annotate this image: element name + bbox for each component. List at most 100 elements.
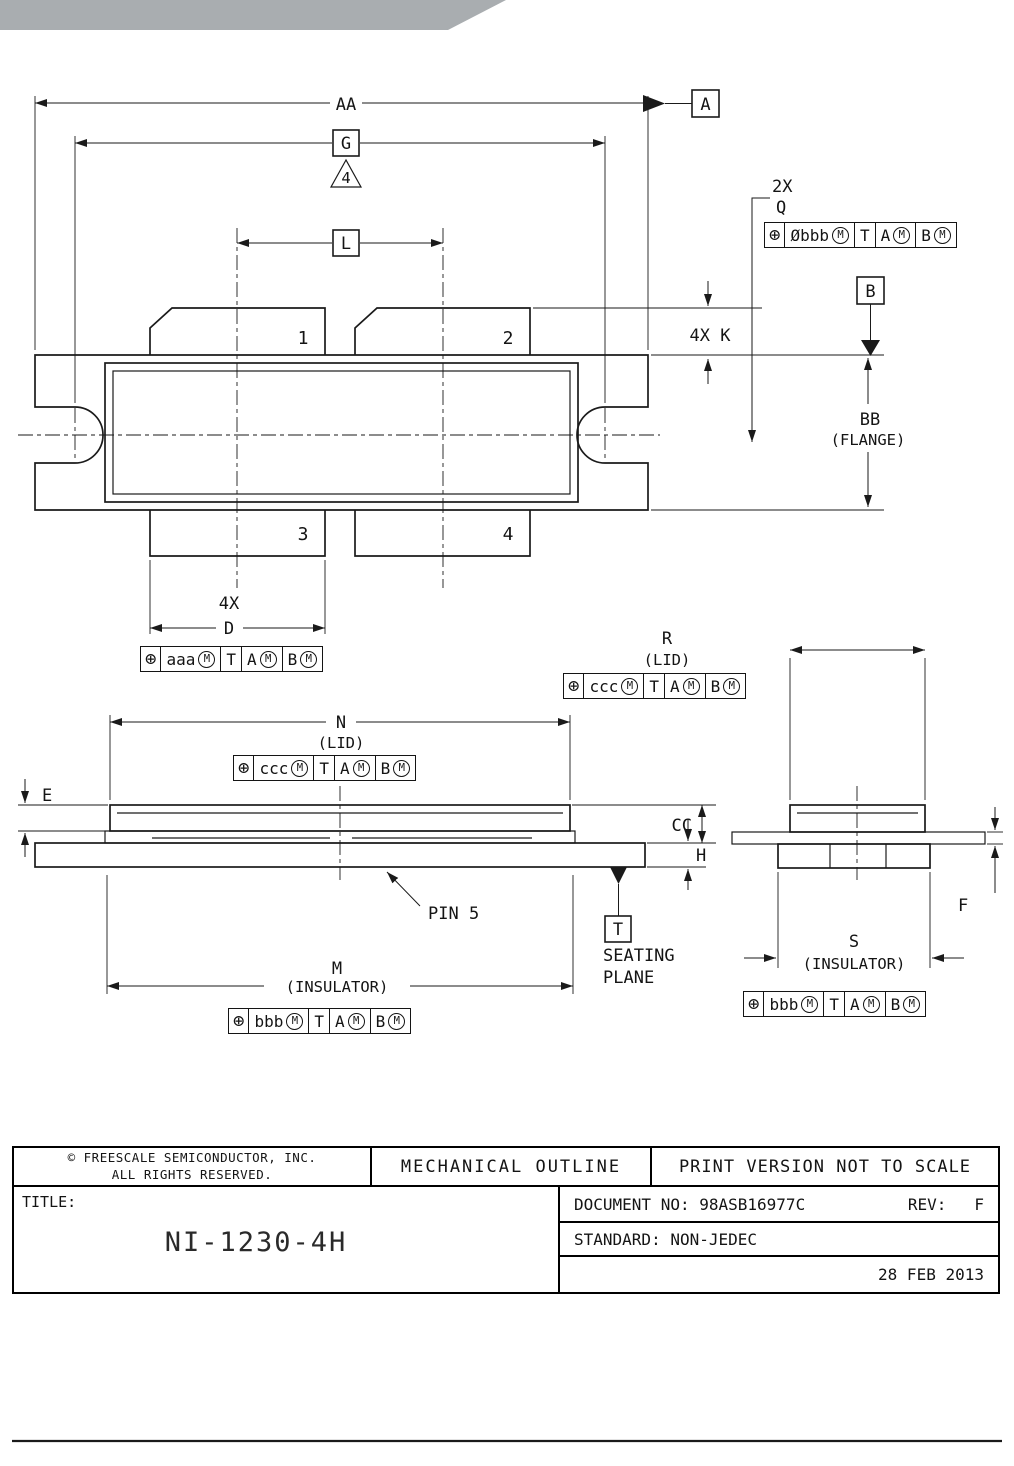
dim-g-box (332, 129, 360, 157)
fcf-n-datum-tertiary: B (380, 758, 391, 778)
fcf-q-datum-secondary: A (880, 225, 891, 245)
mmc-modifier-icon: M (723, 677, 741, 695)
datum-b-label: B (865, 282, 875, 302)
end-view: R (LID) F S (INSULATOR) (644, 629, 1003, 973)
fcf-m-datum-tertiary: B (375, 1011, 386, 1031)
fcf-n-tolerance: ccc (259, 758, 289, 778)
mmc-modifier-icon: M (831, 226, 849, 244)
lead-2-outline (354, 307, 531, 355)
rev-label: REV: (907, 1194, 947, 1214)
fcf-r-datum-tertiary: B (710, 676, 721, 696)
copyright-line-2: ALL RIGHTS RESERVED. (111, 1166, 273, 1182)
fcf-m-tolerance: bbb (254, 1011, 284, 1031)
lead-2-number: 2 (503, 328, 514, 349)
lead-1-outline (149, 307, 326, 355)
datum-t-box (604, 915, 632, 943)
dim-bb-sub-label: (FLANGE) (831, 431, 906, 449)
title-block-header-row: © FREESCALE SEMICONDUCTOR, INC. ALL RIGH… (14, 1148, 998, 1187)
mechanical-outline-label: MECHANICAL OUTLINE (372, 1148, 652, 1185)
dim-q-count-label: 2X (772, 177, 793, 197)
dim-h-label: H (696, 846, 706, 866)
document-number-row: DOCUMENT NO: 98ASB16977C REV:F (560, 1187, 998, 1223)
dim-l-label: L (341, 234, 351, 254)
flange-outline (34, 354, 649, 511)
fcf-d-tolerance: aaa (166, 649, 196, 669)
position-symbol-icon: ⊕ (228, 1008, 250, 1034)
position-symbol-icon: ⊕ (140, 646, 162, 672)
fcf-d-datum-tertiary: B (287, 649, 298, 669)
dim-s-label: S (849, 932, 859, 952)
seating-plane-label-1: SEATING (603, 946, 675, 966)
document-no-value: 98ASB16977C (699, 1194, 806, 1214)
fcf-n-datum-secondary: A (340, 758, 350, 778)
drawing-title: NI-1230-4H (164, 1227, 348, 1258)
datum-a-label: A (700, 95, 710, 115)
mmc-modifier-icon: M (347, 1012, 365, 1030)
dim-bb-label: BB (860, 410, 880, 430)
datum-a-triangle-icon (643, 95, 665, 112)
print-version-label: PRINT VERSION NOT TO SCALE (678, 1156, 972, 1177)
dim-m-sub-label: (INSULATOR) (286, 978, 389, 996)
title-cell: TITLE: NI-1230-4H (14, 1187, 560, 1292)
mmc-modifier-icon: M (933, 226, 951, 244)
datum-b-triangle-icon (861, 340, 880, 356)
mmc-modifier-icon: M (862, 995, 880, 1013)
fcf-q-datum-primary: T (854, 222, 876, 248)
fcf-r-tolerance: ccc (589, 676, 619, 696)
insulator-end-outline (777, 843, 931, 869)
standard-value: NON-JEDEC (670, 1229, 758, 1249)
title-block: © FREESCALE SEMICONDUCTOR, INC. ALL RIGH… (12, 1146, 1000, 1294)
fcf-q-tolerance: Øbbb (790, 225, 829, 245)
mmc-modifier-icon: M (300, 650, 318, 668)
lead-4-outline (354, 510, 531, 557)
datum-b-box (856, 276, 885, 305)
title-block-body-row: TITLE: NI-1230-4H DOCUMENT NO: 98ASB1697… (14, 1187, 998, 1292)
fcf-d-datum-primary: T (221, 646, 242, 672)
dim-r-sub-label: (LID) (644, 651, 691, 669)
seating-plane-triangle-icon (610, 867, 627, 884)
flag-note-4: 4 (341, 169, 350, 187)
fcf-m-datum-primary: T (309, 1008, 330, 1034)
mmc-modifier-icon: M (903, 995, 921, 1013)
body-inner-outline (112, 370, 571, 495)
rev-value: F (974, 1194, 984, 1214)
fcf-r-datum-secondary: A (670, 676, 680, 696)
document-info-cell: DOCUMENT NO: 98ASB16977C REV:F STANDARD:… (560, 1187, 998, 1292)
mmc-modifier-icon: M (621, 677, 639, 695)
position-symbol-icon: ⊕ (563, 673, 585, 699)
lead-3-outline (149, 510, 326, 557)
title-label: TITLE: (22, 1193, 77, 1211)
date-row: 28 FEB 2013 (560, 1257, 998, 1292)
position-symbol-icon: ⊕ (743, 991, 765, 1017)
top-view: AA A G 4 L 2X Q 4X K B (18, 89, 906, 639)
dim-g-label: G (341, 134, 351, 154)
fcf-s-datum-secondary: A (850, 994, 860, 1014)
lid-end-outline (789, 804, 926, 833)
position-symbol-icon: ⊕ (764, 222, 786, 248)
mmc-modifier-icon: M (893, 226, 911, 244)
standard-label: STANDARD: (574, 1229, 661, 1249)
pin-5-label: PIN 5 (428, 904, 479, 924)
leads-end-outline (731, 831, 986, 845)
dim-d-count-label: 4X (219, 594, 240, 614)
mmc-modifier-icon: M (393, 759, 411, 777)
mmc-modifier-icon: M (291, 759, 309, 777)
copyright-line-1: © FREESCALE SEMICONDUCTOR, INC. (67, 1150, 317, 1166)
dim-f-label: F (958, 896, 968, 916)
mmc-modifier-icon: M (388, 1012, 406, 1030)
page-corner-band (0, 0, 506, 30)
dim-e-label: E (42, 786, 52, 806)
copyright-cell: © FREESCALE SEMICONDUCTOR, INC. ALL RIGH… (14, 1148, 372, 1185)
dim-k-label: 4X K (690, 326, 732, 346)
dim-d-label: D (224, 619, 234, 639)
mmc-modifier-icon: M (682, 677, 700, 695)
mmc-modifier-icon: M (259, 650, 277, 668)
seating-plane-label-2: PLANE (603, 968, 654, 988)
fcf-s-datum-primary: T (824, 991, 845, 1017)
